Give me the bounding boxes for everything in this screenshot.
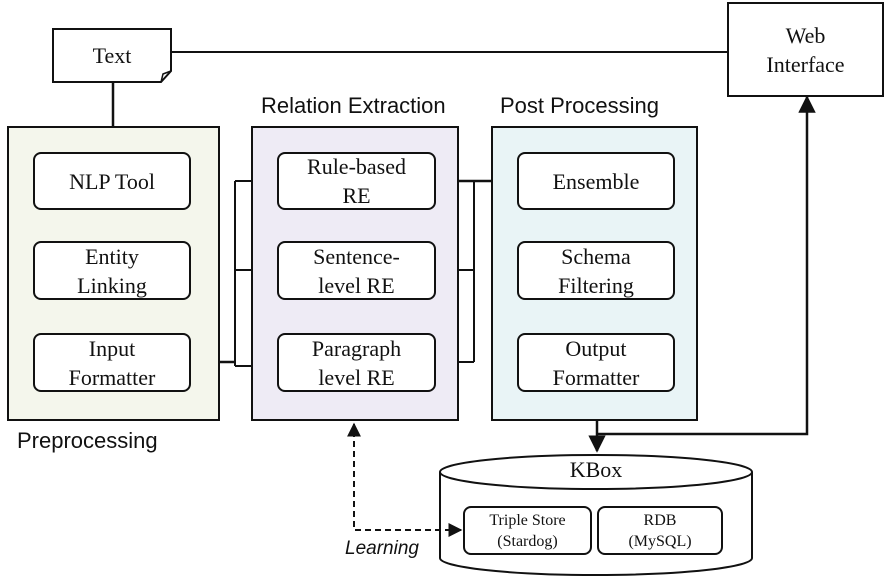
preprocessing-title: Preprocessing xyxy=(17,428,158,453)
output-formatter-node: Output Formatter xyxy=(517,333,675,392)
kbox-title: KBox xyxy=(569,457,623,482)
rule-based-re-node: Rule-based RE xyxy=(277,152,436,210)
sentence-level-re-node: Sentence- level RE xyxy=(277,241,436,300)
web-interface-box: Web Interface xyxy=(727,2,884,97)
rdb-box: RDB (MySQL) xyxy=(597,506,723,555)
learning-label: Learning xyxy=(345,538,419,559)
nlp-tool-node: NLP Tool xyxy=(33,152,191,210)
schema-filtering-node: Schema Filtering xyxy=(517,241,675,300)
learning-feedback-arrow xyxy=(347,422,463,537)
paragraph-level-re-node: Paragraph level RE xyxy=(277,333,436,392)
relation-extraction-title: Relation Extraction xyxy=(261,93,446,118)
text-document-shape xyxy=(52,28,172,83)
post-processing-title: Post Processing xyxy=(500,93,659,118)
ensemble-node: Ensemble xyxy=(517,152,675,210)
text-document-label: Text xyxy=(92,43,132,68)
output-to-web-arrow xyxy=(597,95,816,436)
entity-linking-node: Entity Linking xyxy=(33,241,191,300)
triple-store-box: Triple Store (Stardog) xyxy=(463,506,592,555)
input-formatter-node: Input Formatter xyxy=(33,333,191,392)
